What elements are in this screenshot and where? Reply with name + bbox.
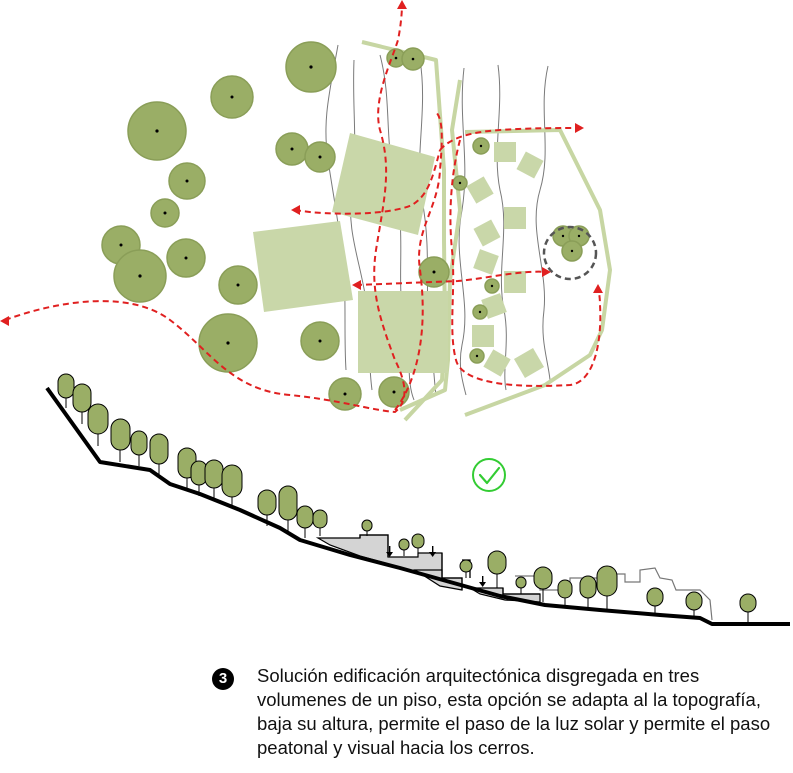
tree-icon xyxy=(361,519,373,536)
caption: 3 Solución edificación arquitectónica di… xyxy=(212,664,782,760)
tree-icon xyxy=(221,464,243,508)
circulation-paths xyxy=(4,3,602,414)
ground-line xyxy=(45,386,790,626)
arrow-left-icon xyxy=(0,316,9,326)
tree-icon xyxy=(218,265,258,305)
tree-icon xyxy=(596,565,618,610)
small-pavilions xyxy=(466,142,545,379)
arrow-up-icon xyxy=(397,0,407,9)
caption-text: Solución edificación arquitectónica disg… xyxy=(257,665,771,758)
site-plan xyxy=(0,0,612,422)
caption-number-badge: 3 xyxy=(212,668,234,690)
walkway-bands xyxy=(361,40,612,422)
tree-icon xyxy=(401,47,425,71)
tree-icon xyxy=(452,175,468,191)
tree-icon xyxy=(487,550,507,588)
tree-icon xyxy=(646,587,664,614)
tree-icon xyxy=(278,485,298,532)
arrow-up-icon xyxy=(593,284,603,293)
building-volume-west xyxy=(253,221,353,312)
plan-trees xyxy=(101,41,590,411)
tree-icon xyxy=(150,198,180,228)
tree-icon xyxy=(312,509,328,536)
tree-icon xyxy=(418,256,450,288)
arrow-left-icon xyxy=(291,205,300,215)
tree-icon xyxy=(110,418,131,462)
tree-cluster-highlight xyxy=(542,225,598,281)
tree-icon xyxy=(398,538,410,556)
tree-icon xyxy=(561,240,583,262)
building-volume-north xyxy=(332,133,435,235)
site-section xyxy=(45,373,790,626)
tree-icon xyxy=(275,132,309,166)
tree-icon xyxy=(257,489,277,526)
tree-icon xyxy=(304,141,336,173)
building-volume-south xyxy=(358,291,448,373)
tree-icon xyxy=(472,304,488,320)
tree-icon xyxy=(127,101,187,161)
arrow-right-icon xyxy=(542,267,551,277)
tree-icon xyxy=(168,162,206,200)
tree-icon xyxy=(472,137,490,155)
tree-icon xyxy=(411,533,425,556)
entry-markers xyxy=(386,546,486,587)
contour-lines xyxy=(325,44,551,401)
tree-icon xyxy=(739,593,757,624)
path-arrowheads xyxy=(0,0,603,326)
tree-icon xyxy=(515,576,527,594)
tree-icon xyxy=(87,403,109,446)
tree-icon xyxy=(113,249,167,303)
tree-icon xyxy=(72,383,92,424)
section-buildings xyxy=(315,534,541,603)
tree-icon xyxy=(149,433,169,476)
check-circle-icon xyxy=(472,458,506,492)
tree-icon xyxy=(130,430,148,466)
tree-icon xyxy=(484,278,500,294)
tree-icon xyxy=(459,559,473,578)
tree-icon xyxy=(285,41,337,93)
tree-icon xyxy=(198,313,258,373)
tree-icon xyxy=(579,575,597,608)
building-volumes xyxy=(253,133,448,373)
arrow-left-icon xyxy=(352,280,361,290)
tree-icon xyxy=(557,579,573,606)
tree-icon xyxy=(296,505,314,538)
tree-icon xyxy=(469,348,485,364)
tree-icon xyxy=(533,566,553,602)
arrow-right-icon xyxy=(575,123,584,133)
tree-icon xyxy=(300,321,340,361)
tree-icon xyxy=(685,591,703,618)
section-trees xyxy=(57,373,757,624)
tree-icon xyxy=(204,459,224,500)
tree-icon xyxy=(210,75,254,119)
tree-icon xyxy=(166,238,206,278)
tree-icon xyxy=(57,373,75,408)
